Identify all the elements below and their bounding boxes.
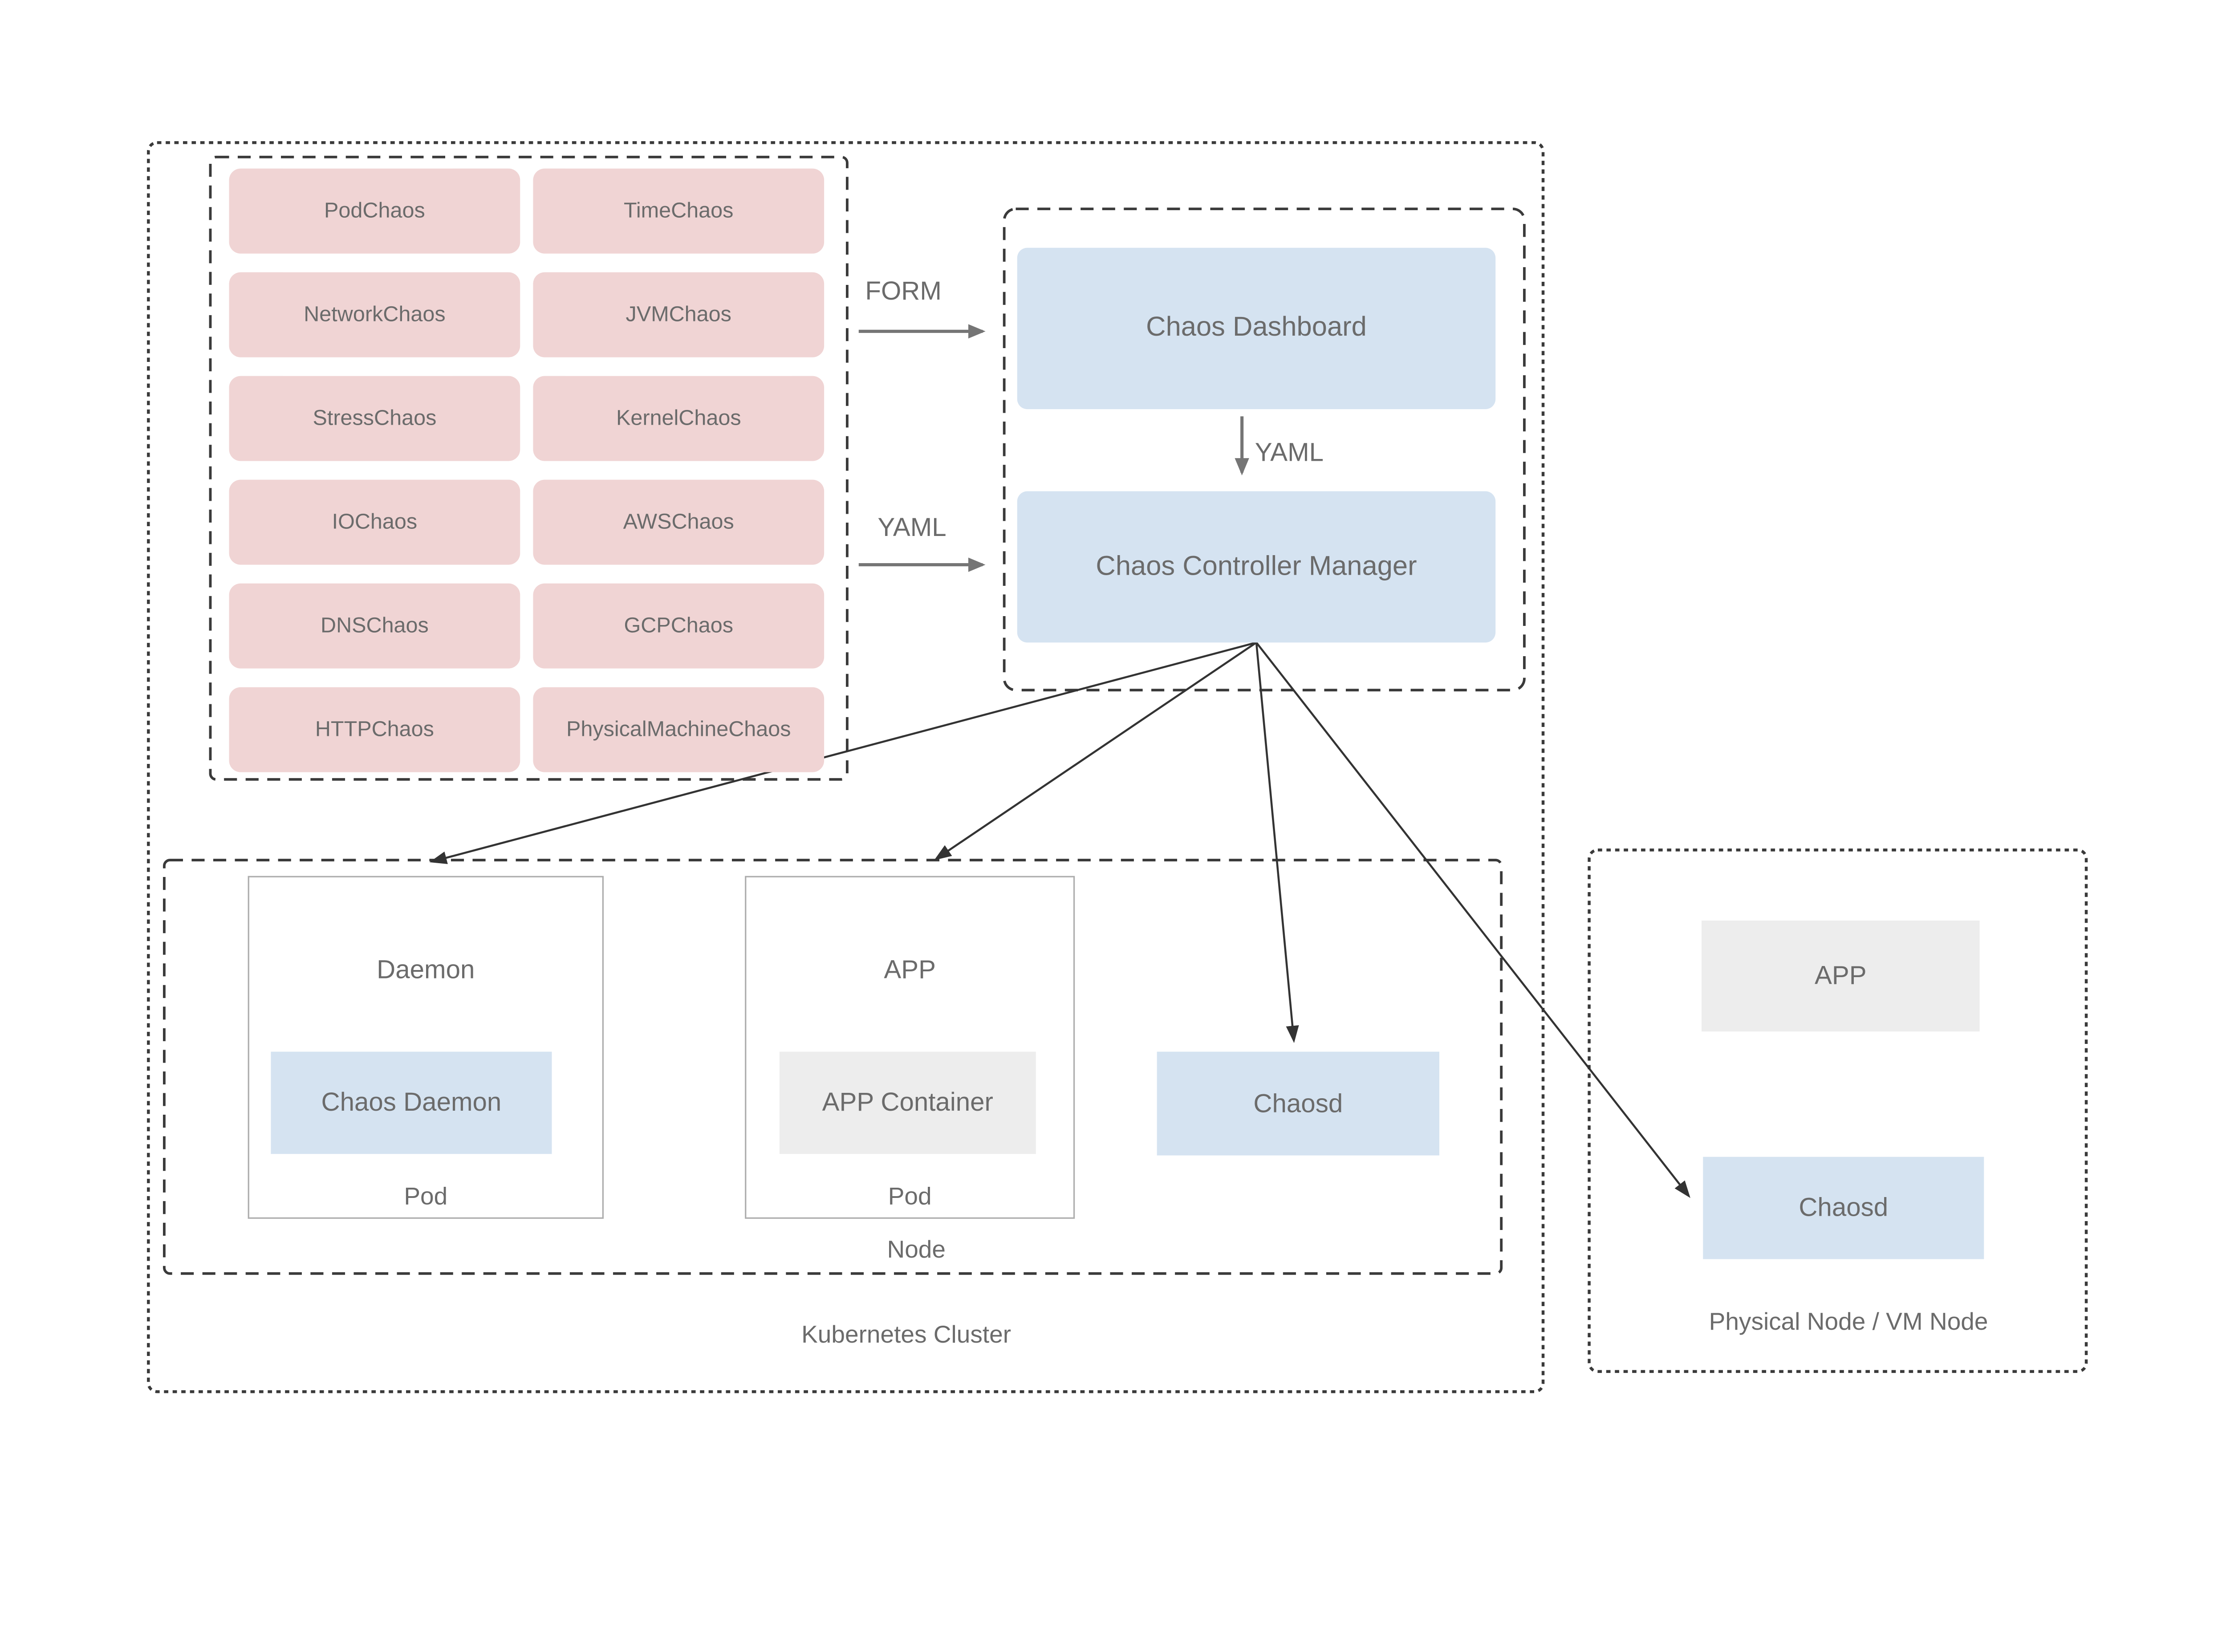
chaos-daemon-box: Chaos Daemon	[271, 1051, 552, 1154]
chaos-types-grid: PodChaos TimeChaos NetworkChaos JVMChaos…	[229, 168, 825, 772]
app-container-box: APP Container	[779, 1051, 1036, 1154]
chaos-type-awschaos: AWSChaos	[533, 479, 825, 565]
controller-to-chaosd-arrow	[1255, 642, 1299, 1043]
node-label: Node	[887, 1236, 946, 1264]
chaosd-node-box: Chaosd	[1157, 1051, 1440, 1156]
kubernetes-cluster-label: Kubernetes Cluster	[801, 1321, 1011, 1349]
app-pod-footer: Pod	[888, 1182, 932, 1210]
dashboard-yaml-edge-label: YAML	[1255, 438, 1324, 467]
daemon-pod-title: Daemon	[377, 954, 475, 983]
daemon-pod-box	[248, 876, 604, 1219]
app-pod-title: APP	[884, 954, 936, 983]
yaml-edge-label: YAML	[877, 512, 946, 541]
physical-chaosd-box: Chaosd	[1703, 1157, 1984, 1259]
chaos-type-physicalmachinechaos: PhysicalMachineChaos	[533, 687, 825, 772]
chaos-type-kernelchaos: KernelChaos	[533, 376, 825, 461]
chaos-controller-manager-box: Chaos Controller Manager	[1017, 491, 1496, 643]
chaos-type-timechaos: TimeChaos	[533, 168, 825, 254]
daemon-pod-footer: Pod	[404, 1182, 448, 1210]
chaos-dashboard-box: Chaos Dashboard	[1017, 248, 1496, 410]
app-pod-box	[745, 876, 1075, 1219]
chaos-type-iochaos: IOChaos	[229, 479, 520, 565]
physical-node-label: Physical Node / VM Node	[1709, 1308, 1988, 1335]
chaos-type-networkchaos: NetworkChaos	[229, 272, 520, 357]
chaos-type-jvmchaos: JVMChaos	[533, 272, 825, 357]
chaos-type-podchaos: PodChaos	[229, 168, 520, 254]
chaos-mesh-architecture-diagram: PodChaos TimeChaos NetworkChaos JVMChaos…	[147, 141, 2088, 1393]
form-edge-label: FORM	[865, 276, 942, 305]
chaos-type-stresschaos: StressChaos	[229, 376, 520, 461]
chaos-type-dnschaos: DNSChaos	[229, 583, 520, 669]
chaos-type-gcpchaos: GCPChaos	[533, 583, 825, 669]
physical-app-box: APP	[1702, 920, 1980, 1032]
chaos-type-httpchaos: HTTPChaos	[229, 687, 520, 772]
controller-to-app-pod-arrow	[934, 641, 1257, 861]
